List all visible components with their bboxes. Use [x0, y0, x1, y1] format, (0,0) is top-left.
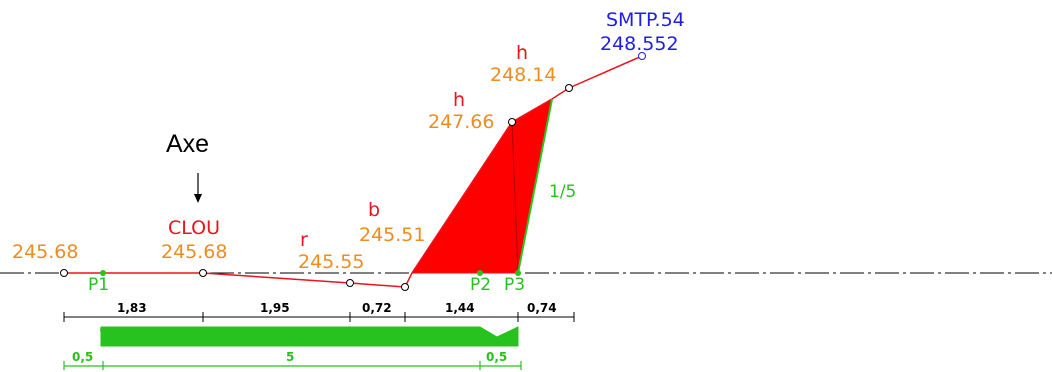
axe-label: Axe	[166, 130, 209, 158]
marker-p2-label: P2	[470, 275, 491, 295]
b-elevation-label: 245.51	[359, 224, 425, 246]
dimension-top-5: 0,74	[527, 301, 557, 315]
marker-p1-label: P1	[88, 275, 109, 295]
axis-elevation-label: 245.68	[161, 241, 227, 263]
vertex-smtp	[638, 52, 646, 60]
slope-line	[517, 98, 553, 274]
slope-ratio-label: 1/5	[549, 182, 576, 202]
slope-inner-edge	[511, 121, 519, 274]
marker-p3-dot	[515, 270, 521, 276]
vertex-left-edge	[60, 269, 68, 277]
axe-arrow-head	[194, 194, 202, 203]
vertex-axis	[199, 269, 207, 277]
dimension-top-3: 0,72	[362, 301, 392, 315]
h1-elevation-label: 247.66	[428, 111, 494, 133]
dimension-bottom-1: 0,5	[72, 350, 93, 364]
marker-p2-dot	[477, 270, 483, 276]
ground-profile-line	[64, 55, 643, 288]
h2-code-label: h	[516, 42, 528, 64]
vertex-h1	[508, 118, 516, 126]
h1-code-label: h	[453, 89, 465, 111]
green-band-left-dot	[100, 327, 106, 333]
r-elevation-label: 245.55	[298, 251, 364, 273]
smtp-code-label: SMTP.54	[606, 9, 685, 31]
bottom-dimension-line	[63, 361, 522, 370]
vertex-b	[401, 283, 409, 291]
dimension-top-4: 1,44	[445, 301, 475, 315]
r-code-label: r	[300, 229, 308, 251]
h2-elevation-label: 248.14	[490, 64, 556, 86]
marker-p1-dot	[100, 270, 106, 276]
dimension-top-1: 1,83	[117, 301, 147, 315]
left-edge-elevation-label: 245.68	[12, 241, 78, 263]
dimension-bottom-3: 0,5	[486, 350, 507, 364]
dimension-bottom-2: 5	[286, 350, 294, 364]
green-band-mid-dot	[477, 327, 483, 333]
green-band	[100, 326, 519, 347]
marker-p3-label: P3	[504, 275, 525, 295]
smtp-elevation-label: 248.552	[600, 33, 679, 55]
b-code-label: b	[368, 199, 380, 221]
vertex-r	[346, 279, 354, 287]
dimension-top-2: 1,95	[260, 301, 290, 315]
axis-code-label: CLOU	[168, 217, 220, 239]
top-dimension-line	[63, 312, 575, 322]
vertex-h2	[565, 84, 573, 92]
